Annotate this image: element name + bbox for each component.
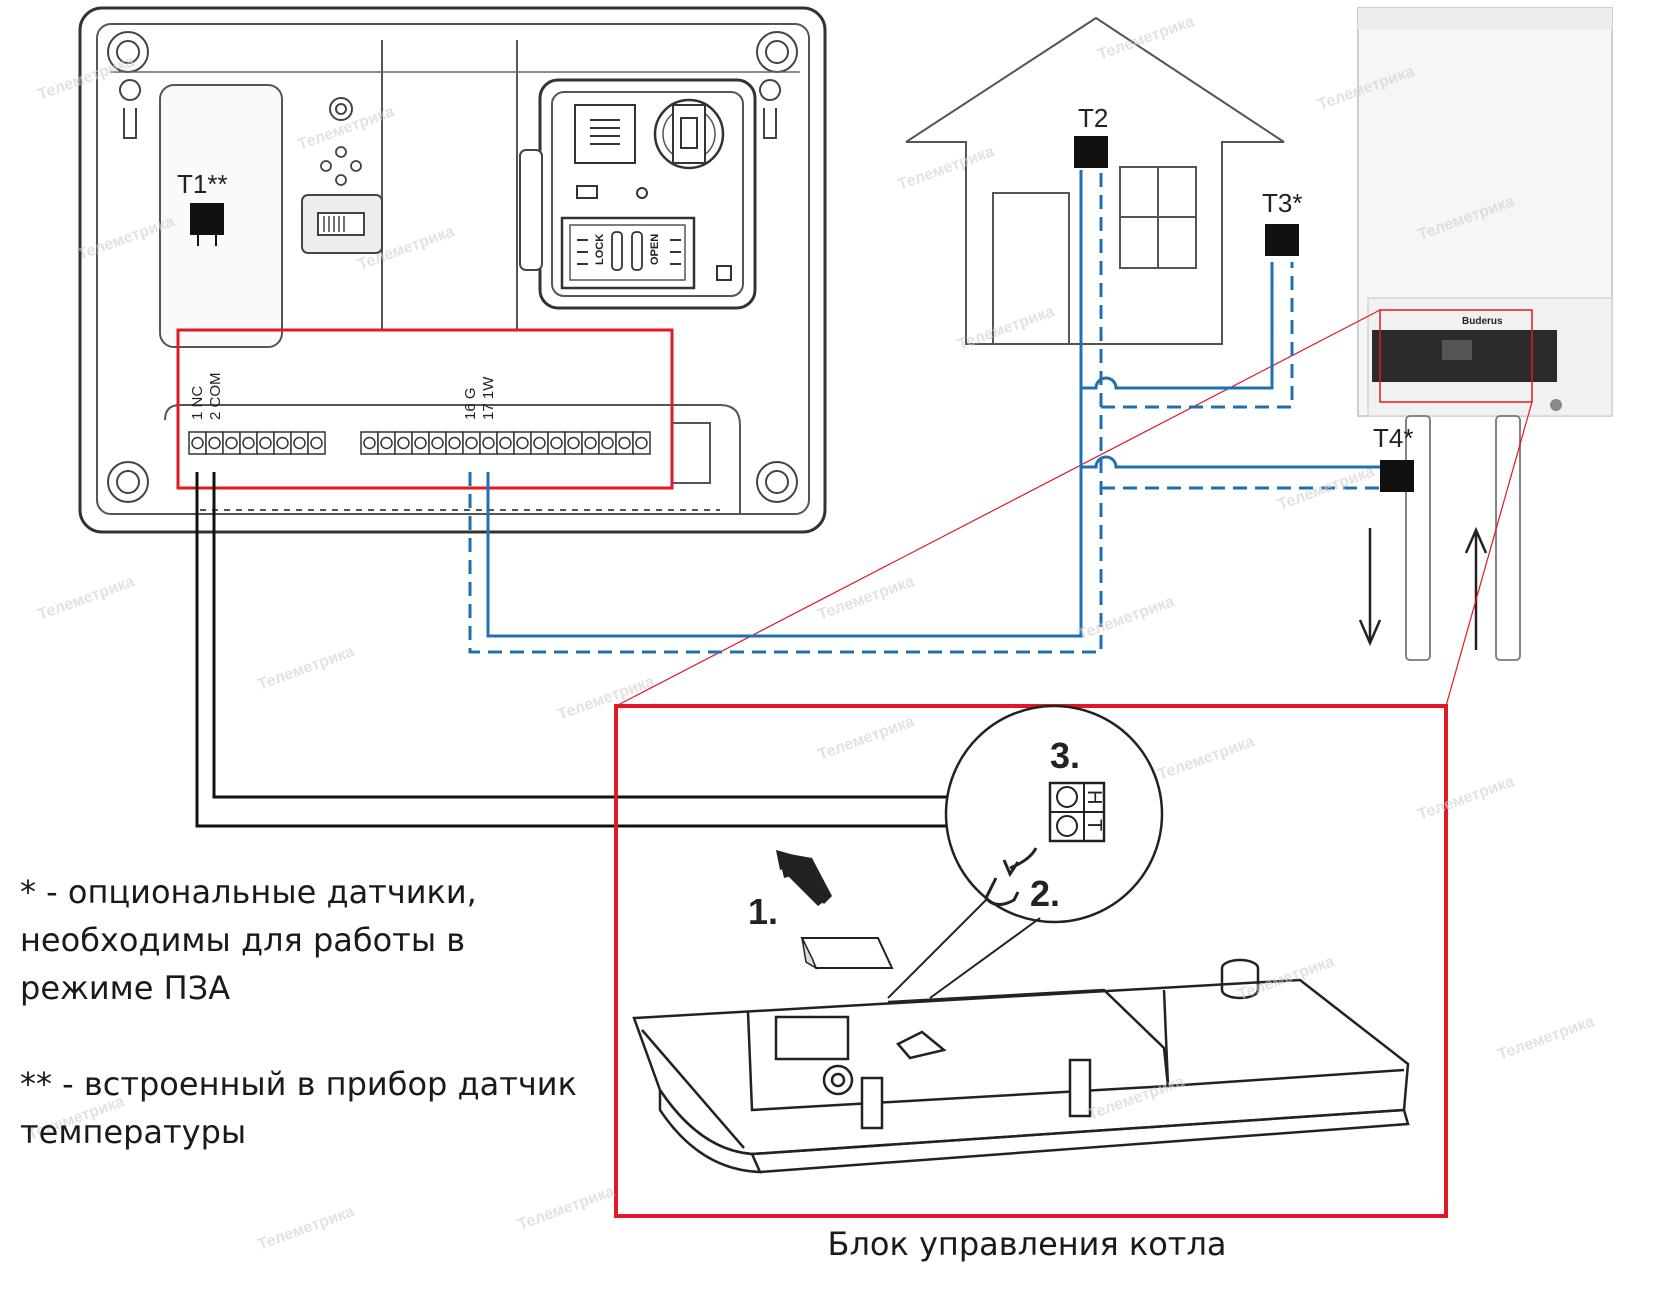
watermark-text: Телеметрика bbox=[816, 713, 917, 764]
t4-sensor bbox=[1380, 460, 1414, 492]
watermark-text: Телеметрика bbox=[1416, 773, 1517, 824]
t3-sensor bbox=[1265, 224, 1299, 256]
open-label: OPEN bbox=[649, 234, 661, 265]
terminal-screw-head bbox=[191, 436, 204, 450]
terminal-screw-head bbox=[431, 436, 444, 450]
t3-label: T3* bbox=[1262, 188, 1302, 218]
t4-label: T4* bbox=[1373, 423, 1413, 453]
terminal-blocks bbox=[188, 431, 651, 455]
watermark-text: Телеметрика bbox=[1076, 593, 1177, 644]
contact-t-label: T bbox=[1083, 819, 1105, 831]
boiler-control-unit-frame bbox=[614, 704, 1448, 1218]
watermark-text: Телеметрика bbox=[36, 573, 137, 624]
terminal-screw-head bbox=[550, 436, 563, 450]
terminal-screw-head bbox=[618, 436, 631, 450]
boiler: Buderus bbox=[1357, 7, 1613, 661]
legend-line-4: ** - встроенный в прибор датчик bbox=[20, 1065, 577, 1103]
legend-line-5: температуры bbox=[20, 1113, 247, 1151]
terminal-screw-head bbox=[516, 436, 529, 450]
boiler-brand: Buderus bbox=[1462, 316, 1503, 327]
boiler-control-unit-caption: Блок управления котла bbox=[827, 1225, 1227, 1263]
legend-builtin: ** - встроенный в прибор датчик температ… bbox=[20, 1060, 577, 1156]
step-2-label: 2. bbox=[1030, 873, 1060, 914]
terminal-label-nc: 1 NC bbox=[189, 386, 206, 420]
terminal-screw-head bbox=[310, 436, 323, 450]
terminal-label-com: 2 COM bbox=[207, 372, 224, 420]
step-3-label: 3. bbox=[1050, 735, 1080, 776]
boiler-panel-highlight bbox=[1379, 309, 1533, 403]
terminal-screw-head bbox=[242, 436, 255, 450]
lock-label: LOCK bbox=[594, 234, 606, 265]
watermark-text: Телеметрика bbox=[556, 673, 657, 724]
terminal-screw-head bbox=[635, 436, 648, 450]
terminal-screw-head bbox=[259, 436, 272, 450]
terminal-highlight-box bbox=[176, 328, 674, 490]
house-door bbox=[992, 192, 1070, 345]
terminal-screw bbox=[632, 431, 651, 455]
t2-label: T2 bbox=[1078, 103, 1108, 133]
legend-line-1: * - опциональные датчики, bbox=[20, 873, 477, 911]
terminal-label-w: 17 1W bbox=[480, 376, 497, 420]
terminal-screw-head bbox=[276, 436, 289, 450]
terminal-label-g: 16 G bbox=[462, 387, 479, 420]
controller-device: LOCK OPEN 1 NC 2 COM 16 G 17 1W T1** bbox=[78, 6, 827, 534]
control-unit-housing bbox=[632, 958, 1410, 1174]
terminal-screw-head bbox=[465, 436, 478, 450]
t2-sensor bbox=[1074, 136, 1108, 168]
terminal-screw-head bbox=[397, 436, 410, 450]
watermark-text: Телеметрика bbox=[256, 1203, 357, 1254]
watermark-text: Телеметрика bbox=[956, 303, 1057, 354]
terminal-screw-head bbox=[225, 436, 238, 450]
terminal-screw-head bbox=[363, 436, 376, 450]
terminal-screw-head bbox=[380, 436, 393, 450]
watermark-text: Телеметрика bbox=[1096, 13, 1197, 64]
terminal-screw-head bbox=[448, 436, 461, 450]
t3-sensor-group: T3* bbox=[1262, 188, 1302, 256]
terminal-screw-head bbox=[482, 436, 495, 450]
terminal-screw-head bbox=[208, 436, 221, 450]
legend-line-3: режиме ПЗА bbox=[20, 969, 231, 1007]
sensor-wiring bbox=[468, 170, 1380, 654]
t2-sensor-group: T2 bbox=[1074, 103, 1108, 168]
watermark-text: Телеметрика bbox=[1496, 1013, 1597, 1064]
terminal-screw-head bbox=[584, 436, 597, 450]
legend-optional: * - опциональные датчики, необходимы для… bbox=[20, 868, 477, 1012]
t4-sensor-group: T4* bbox=[1373, 423, 1414, 492]
watermark-text: Телеметрика bbox=[896, 143, 997, 194]
legend-line-2: необходимы для работы в bbox=[20, 921, 466, 959]
terminal-screw-head bbox=[414, 436, 427, 450]
terminal-screw bbox=[307, 431, 326, 455]
contact-h-label: H bbox=[1083, 790, 1105, 804]
watermark-text: Телеметрика bbox=[816, 573, 917, 624]
watermark-text: Телеметрика bbox=[1156, 733, 1257, 784]
house bbox=[905, 16, 1285, 345]
terminal-screw-head bbox=[601, 436, 614, 450]
watermark-text: Телеметрика bbox=[516, 1183, 617, 1234]
terminal-screw-head bbox=[499, 436, 512, 450]
t1-label: T1** bbox=[177, 169, 228, 199]
watermark-text: Телеметрика bbox=[256, 643, 357, 694]
terminal-screw-head bbox=[293, 436, 306, 450]
t1-sensor bbox=[190, 203, 224, 235]
step-1-label: 1. bbox=[748, 891, 778, 932]
terminal-screw-head bbox=[533, 436, 546, 450]
terminal-screw-head bbox=[567, 436, 580, 450]
